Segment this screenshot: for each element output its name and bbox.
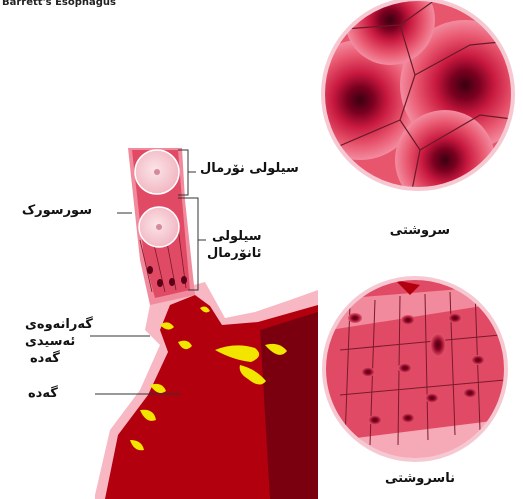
- label-junction-1: گەرانەوەی: [25, 316, 105, 333]
- label-unnatural: ناسروشتی: [385, 470, 455, 487]
- label-natural: سروشتی: [390, 222, 450, 239]
- label-esophagus: سورسورک: [22, 202, 92, 219]
- label-junction-3: گەدە: [30, 350, 80, 367]
- label-normal-cells: سیلولی نۆرمال: [200, 160, 310, 177]
- abnormal-cells-magnified: [320, 275, 520, 470]
- esophagus-tube: [128, 148, 195, 305]
- label-junction-2: ئەسیدی: [25, 333, 85, 350]
- stomach-illustration: [95, 282, 318, 499]
- normal-cells-magnified: [300, 0, 523, 210]
- diagram-title: Barrett's Esophagus: [2, 0, 116, 11]
- label-abnormal-cells-1: سیلولی: [212, 228, 262, 245]
- label-abnormal-cells-2: ئانۆرمال: [207, 245, 262, 262]
- label-stomach: گەدە: [28, 385, 83, 402]
